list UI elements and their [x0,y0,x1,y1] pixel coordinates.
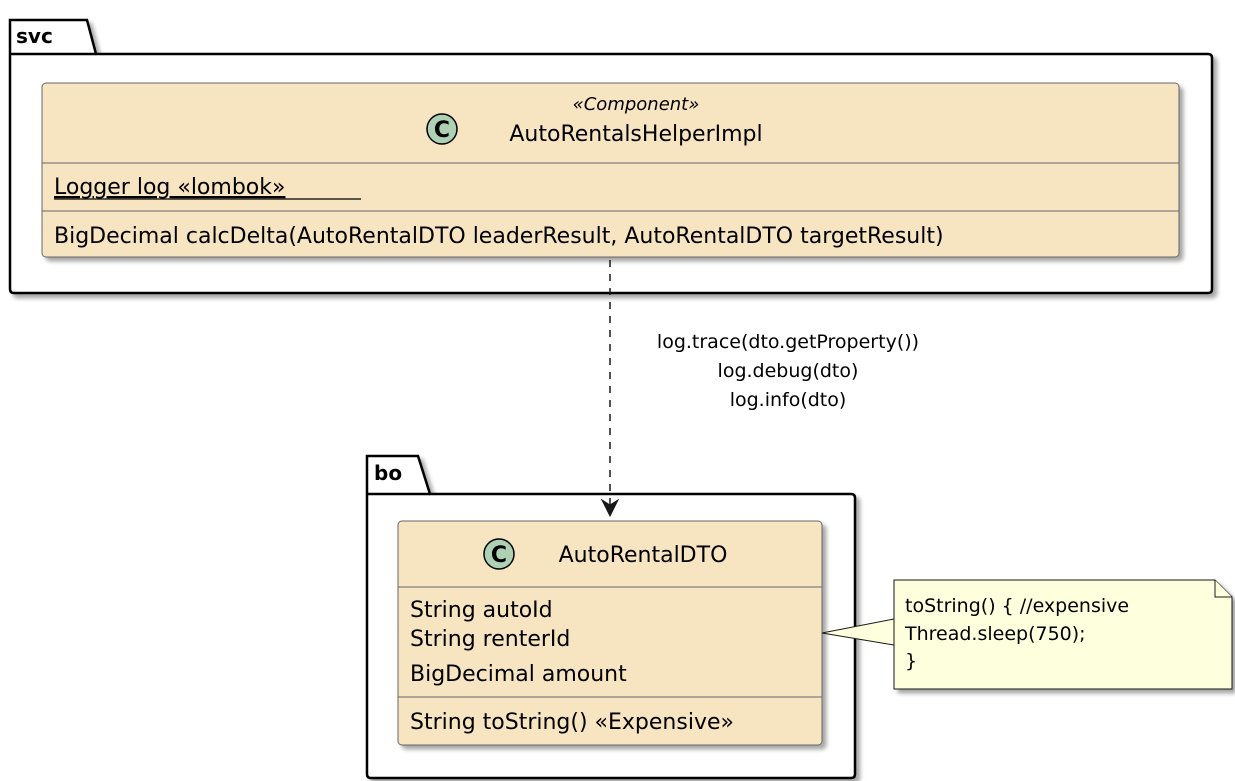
class-method-calcdelta: BigDecimal calcDelta(AutoRentalDTO leade… [54,224,944,249]
note-fold-icon [1214,580,1232,598]
class-name: AutoRentalsHelperImpl [509,122,762,147]
class-name: AutoRentalDTO [559,543,728,568]
class-icon [483,538,515,570]
edge-label-trace: log.trace(dto.getProperty()) [657,331,919,353]
note-line-2: Thread.sleep(750); [904,623,1086,645]
note-box [893,579,1233,690]
class-autorentalshelperimpl[interactable]: C «Component» AutoRentalsHelperImpl Logg… [41,82,1180,258]
package-bo-label: bo [374,461,402,485]
class-icon-letter: C [434,118,450,143]
class-box [41,82,1180,258]
class-field-renterid: String renterId [410,627,570,652]
class-field-autoid: String autoId [410,598,553,623]
note-line-1: toString() { //expensive [905,595,1129,617]
class-method-tostring: String toString() «Expensive» [410,710,734,735]
arrow-head-icon [600,498,620,518]
class-field-amount: BigDecimal amount [410,662,627,687]
note-line-3: } [905,650,917,672]
class-icon-letter: C [491,543,507,568]
edge-label-debug: log.debug(dto) [718,360,859,382]
class-field-log: Logger log «lombok» [54,175,285,200]
class-icon [426,113,458,145]
package-svc-label: svc [16,24,53,48]
dependency-edge[interactable]: log.trace(dto.getProperty()) log.debug(d… [600,260,919,518]
note[interactable]: toString() { //expensive Thread.sleep(75… [821,579,1233,690]
class-stereotype: «Component» [573,94,700,115]
edge-label-info: log.info(dto) [730,389,847,411]
class-autorentaldto[interactable]: C AutoRentalDTO String autoId String ren… [397,520,823,746]
